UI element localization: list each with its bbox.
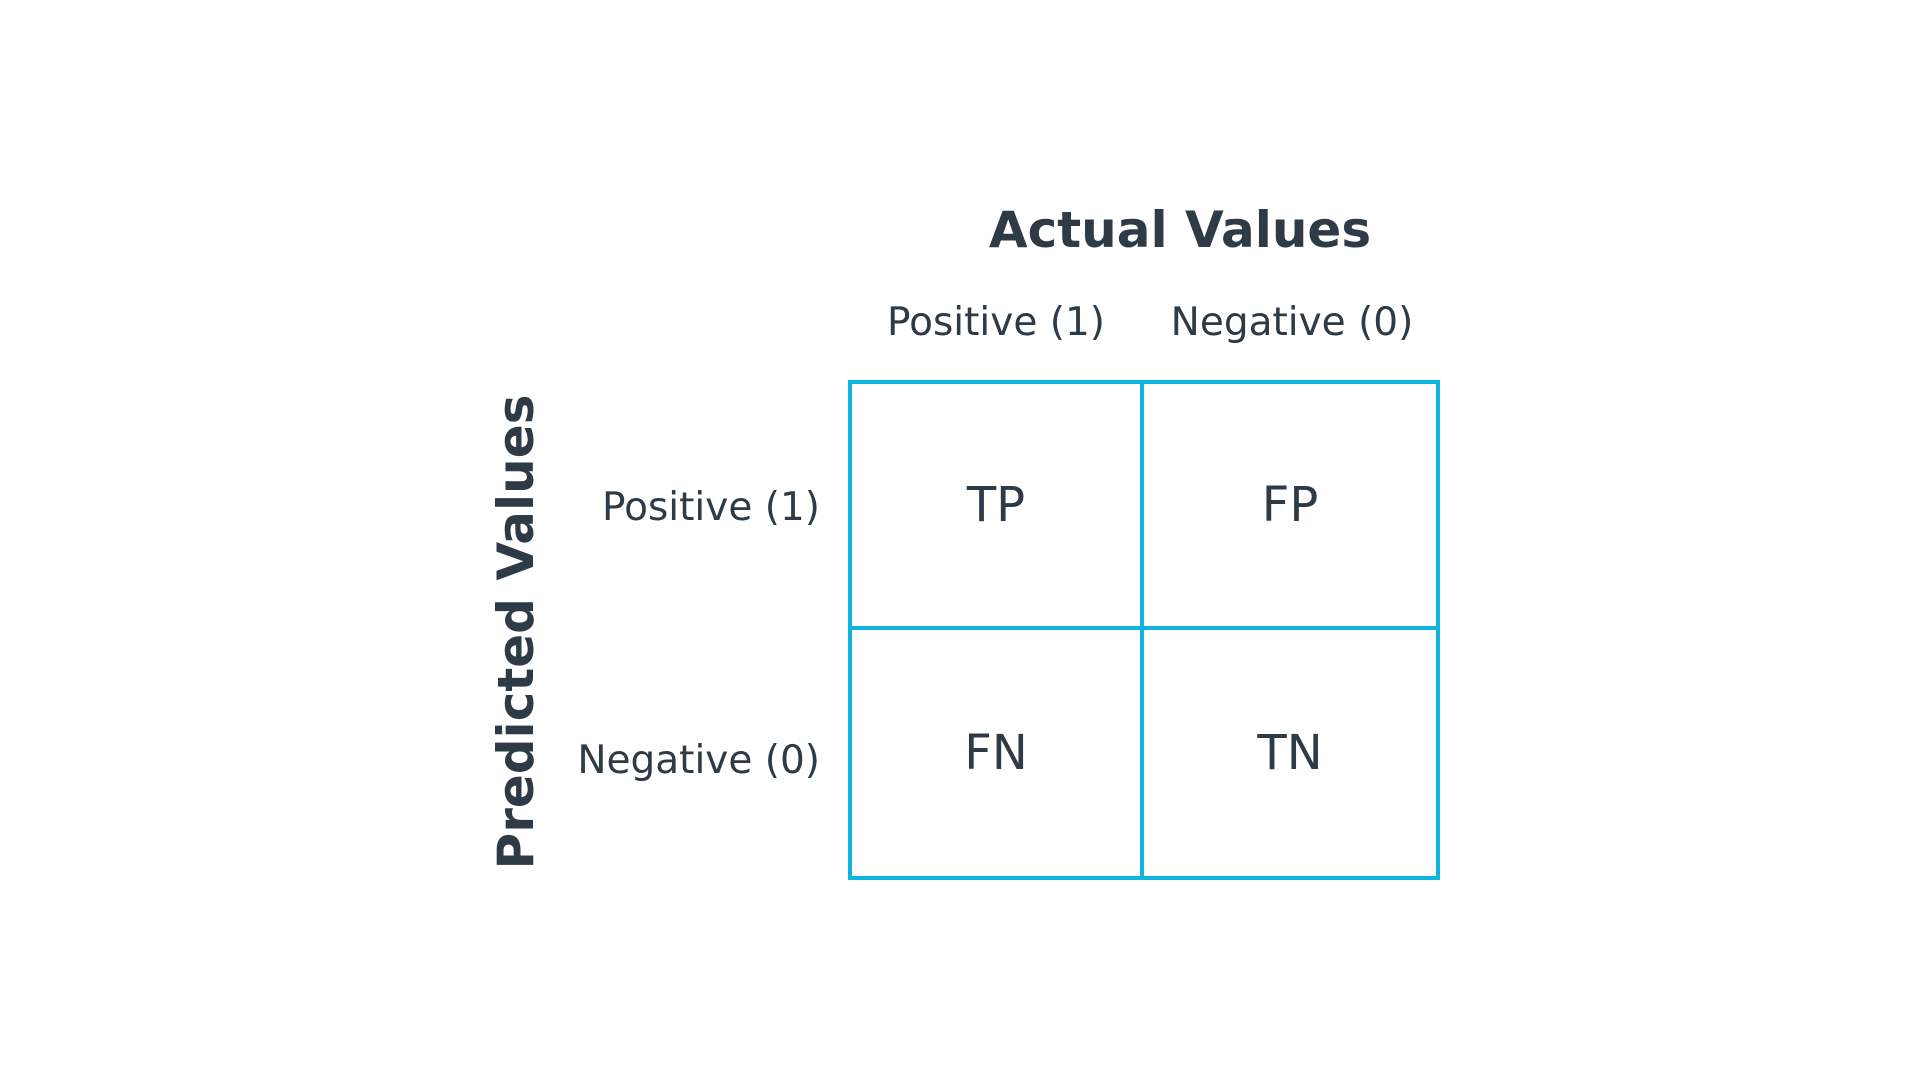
column-header-positive: Positive (1) <box>887 300 1105 345</box>
cell-true-positive: TP <box>852 384 1144 630</box>
cell-false-positive: FP <box>1144 384 1436 630</box>
cell-false-negative: FN <box>852 630 1144 876</box>
cell-true-negative: TN <box>1257 725 1323 781</box>
column-header-negative: Negative (0) <box>1170 300 1414 345</box>
predicted-values-title: Predicted Values <box>487 394 545 870</box>
row-header-positive: Positive (1) <box>602 485 820 530</box>
confusion-matrix-grid: TP FP FN TN <box>848 380 1440 880</box>
actual-values-title: Actual Values <box>988 201 1372 259</box>
row-header-negative: Negative (0) <box>577 738 820 783</box>
